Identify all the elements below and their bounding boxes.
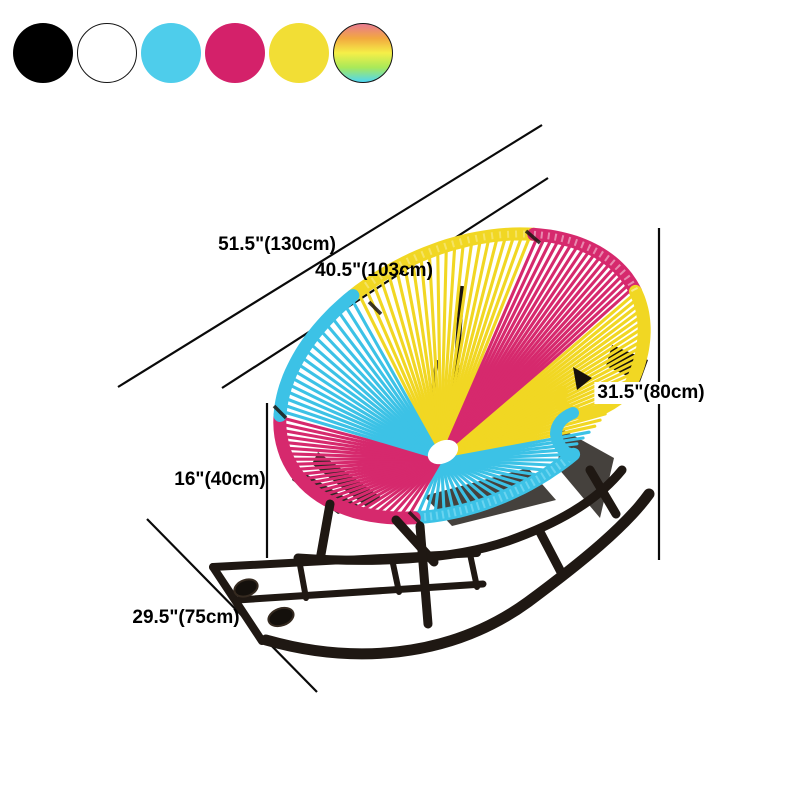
color-swatch-yellow[interactable] xyxy=(269,23,329,83)
color-swatch-white[interactable] xyxy=(77,23,137,83)
dimension-label-seat-height: 16"(40cm) xyxy=(174,469,266,490)
dimension-line-depth xyxy=(146,518,318,693)
color-swatch-black[interactable] xyxy=(13,23,73,83)
color-swatch-magenta[interactable] xyxy=(205,23,265,83)
dimension-label-overall-height: 31.5"(80cm) xyxy=(594,382,708,404)
color-swatch-cyan[interactable] xyxy=(141,23,201,83)
dimension-line-seat-width xyxy=(221,177,549,389)
color-swatch-row xyxy=(13,23,393,83)
dimension-line-overall-width xyxy=(117,124,543,388)
dimension-label-overall-width: 51.5"(130cm) xyxy=(218,234,336,255)
color-swatch-rainbow[interactable] xyxy=(333,23,393,83)
dimension-label-seat-width: 40.5"(103cm) xyxy=(315,260,433,281)
acapulco-rocking-chair xyxy=(209,227,655,660)
dimension-label-depth: 29.5"(75cm) xyxy=(132,607,240,628)
